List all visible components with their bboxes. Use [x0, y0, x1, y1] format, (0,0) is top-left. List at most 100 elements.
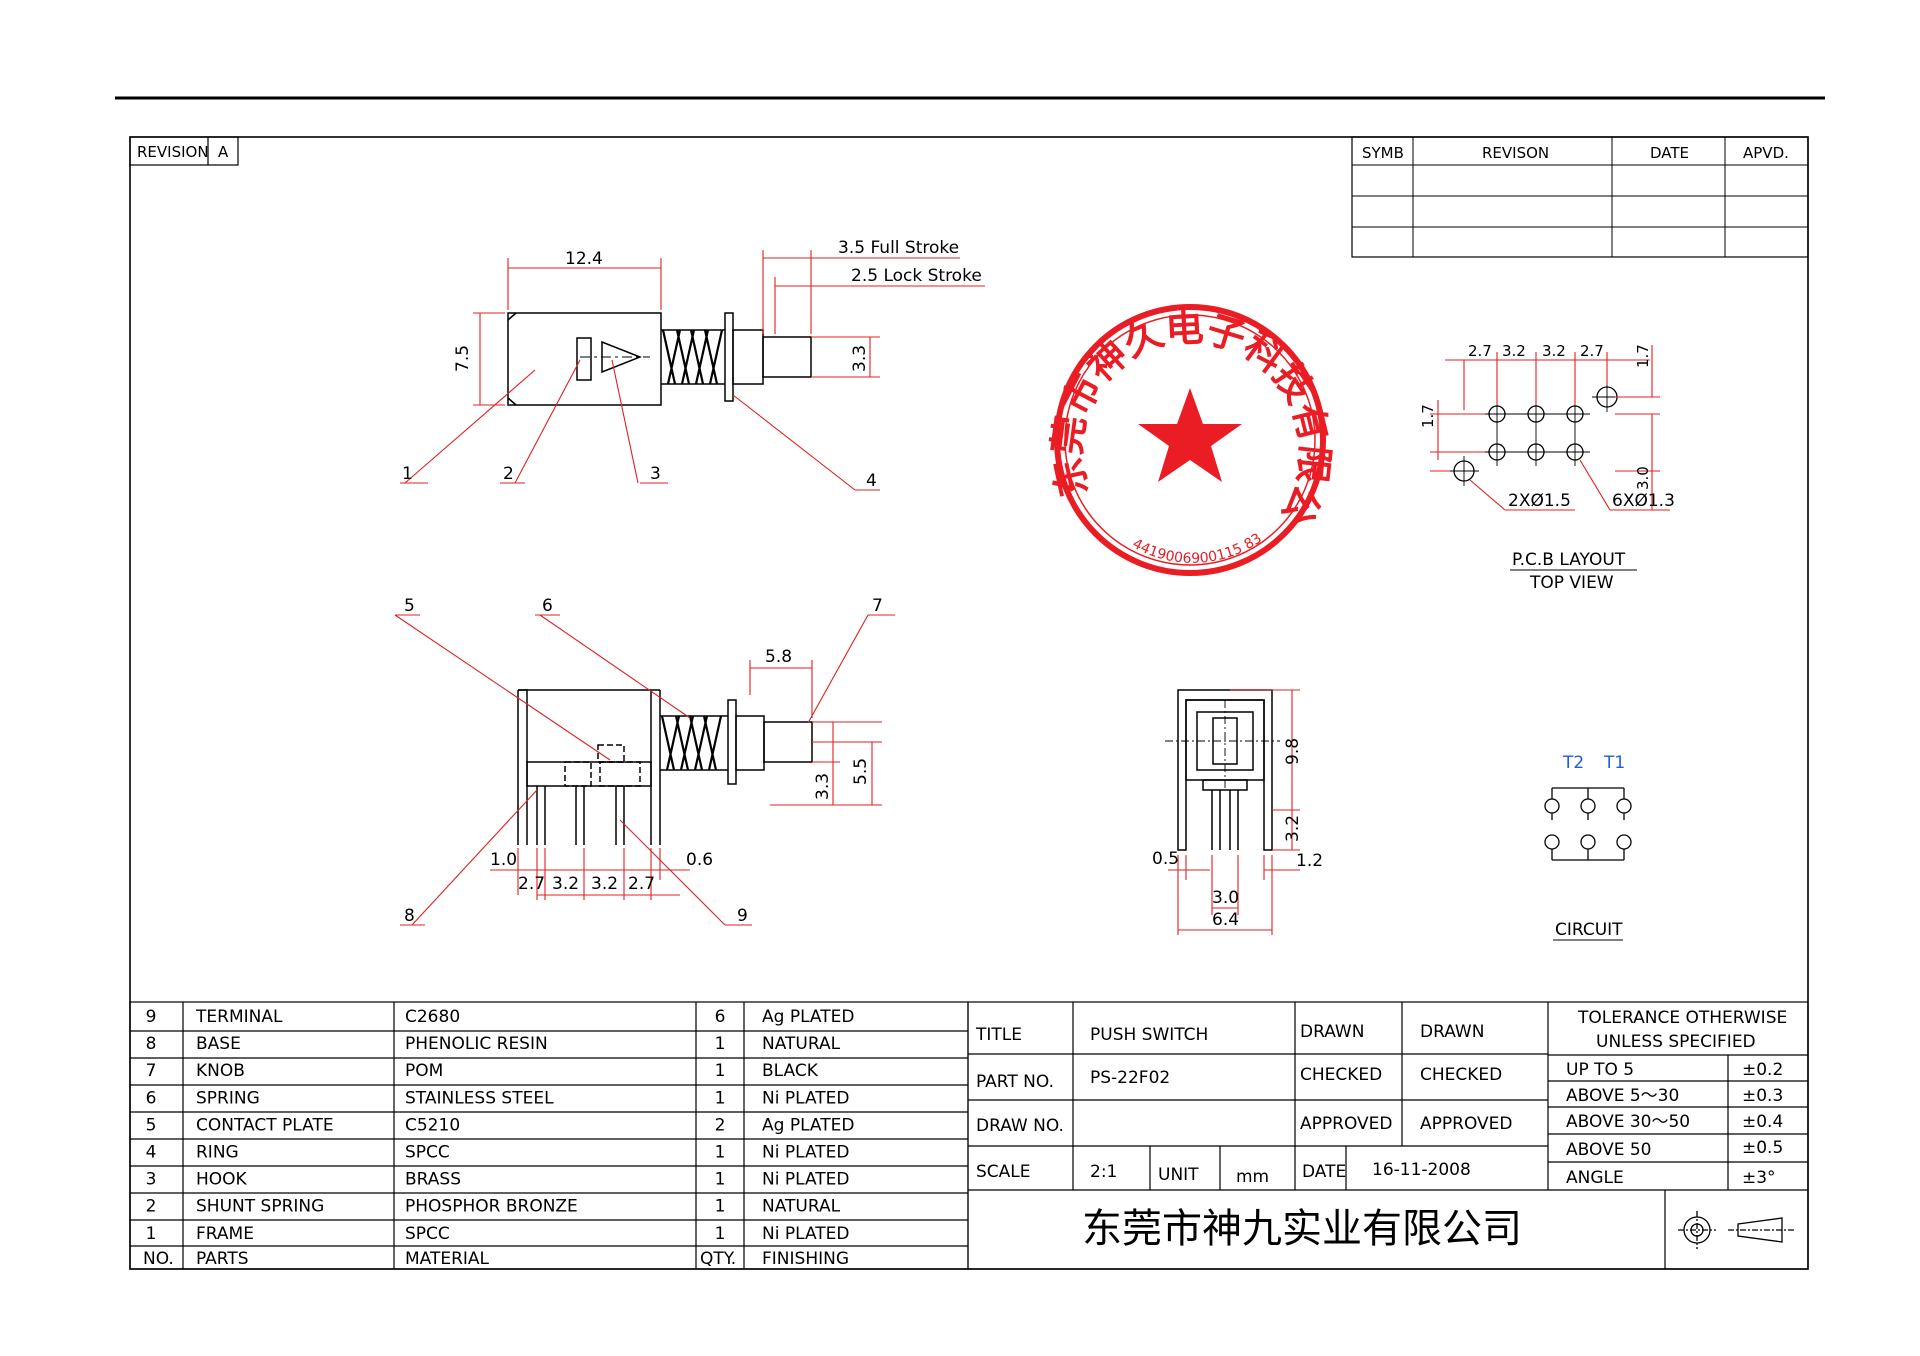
dim-12-4: 12.4: [565, 249, 603, 269]
side-view-bottom: [517, 689, 813, 845]
front-dim-3-2: 3.2: [1283, 815, 1303, 842]
tb-title-value: PUSH SWITCH: [1090, 1025, 1208, 1045]
front-dim-3-0: 3.0: [1212, 888, 1239, 908]
bom-cell-part: TERMINAL: [195, 1007, 283, 1027]
pcb-dim-3-2-b: 3.2: [1542, 342, 1566, 360]
seal-star-icon: [1138, 388, 1242, 482]
pcb-dim-2-7-a: 2.7: [1468, 342, 1492, 360]
bom-cell-no: 8: [146, 1034, 157, 1054]
bom-header-qty: QTY.: [700, 1249, 736, 1269]
bom-cell-qty: 2: [715, 1115, 726, 1135]
dim-5-5: 5.5: [851, 758, 871, 785]
tol-value-4: ±3°: [1742, 1168, 1776, 1188]
bom-cell-no: 6: [146, 1088, 157, 1108]
callout-8: 8: [404, 906, 415, 926]
dim-3-3-top: 3.3: [850, 345, 870, 372]
bom-cell-finish: Ni PLATED: [762, 1170, 849, 1190]
bom-cell-qty: 1: [715, 1224, 726, 1244]
bom-cell-no: 1: [146, 1224, 157, 1244]
pcb-hole-6x: 6XØ1.3: [1612, 491, 1675, 511]
tb-approved-value: APPROVED: [1420, 1114, 1513, 1134]
dims-view-bottom: [394, 614, 895, 926]
bom-cell-finish: BLACK: [762, 1061, 819, 1081]
circuit: T2 T1 CIRCUIT: [1544, 753, 1632, 941]
circuit-label: CIRCUIT: [1555, 920, 1623, 940]
bom-cell-material: PHOSPHOR BRONZE: [405, 1197, 578, 1217]
bom-cell-no: 4: [146, 1143, 157, 1163]
tb-date-label: DATE: [1302, 1162, 1346, 1182]
bom-cell-material: BRASS: [405, 1170, 461, 1190]
drawing-border: [129, 136, 1809, 1270]
bom-cell-finish: Ag PLATED: [762, 1007, 854, 1027]
revision-label: REVISION: [137, 143, 209, 161]
dim-5-8: 5.8: [765, 647, 792, 667]
bom-cell-material: SPCC: [405, 1224, 450, 1244]
bom-cell-part: BASE: [196, 1034, 241, 1054]
pcb-hole-2x: 2XØ1.5: [1508, 491, 1571, 511]
tol-title-2: UNLESS SPECIFIED: [1596, 1032, 1756, 1052]
callout-9: 9: [737, 906, 748, 926]
bom-cell-material: STAINLESS STEEL: [405, 1088, 554, 1108]
tb-checked-label: CHECKED: [1300, 1065, 1382, 1085]
pcb-layout-title: P.C.B LAYOUT: [1512, 550, 1626, 570]
dim-0-6: 0.6: [686, 850, 713, 870]
bom-cell-no: 2: [146, 1197, 157, 1217]
tb-title-label: TITLE: [975, 1025, 1022, 1045]
bom-cell-finish: Ag PLATED: [762, 1115, 854, 1135]
tol-value-3: ±0.5: [1742, 1138, 1783, 1158]
bom-cell-material: C2680: [405, 1007, 460, 1027]
bom-header-no: NO.: [143, 1249, 174, 1269]
revision-table: SYMB REVISON DATE APVD.: [1351, 136, 1809, 258]
front-dim-9-8: 9.8: [1283, 738, 1303, 765]
tb-scale-label: SCALE: [976, 1162, 1031, 1182]
bom-cell-material: C5210: [405, 1115, 460, 1135]
bom-cell-part: CONTACT PLATE: [196, 1115, 334, 1135]
front-view: [1165, 689, 1280, 851]
bom-header-parts: PARTS: [196, 1249, 249, 1269]
pcb-dim-2-7-b: 2.7: [1580, 342, 1604, 360]
bom-cell-finish: NATURAL: [762, 1034, 841, 1054]
tol-range-1: ABOVE 5～30: [1566, 1086, 1679, 1106]
bom-cell-qty: 1: [715, 1170, 726, 1190]
title-block: [967, 1001, 1809, 1270]
bom-cell-finish: Ni PLATED: [762, 1088, 849, 1108]
dims-view-top-text: 12.4 3.5 Full Stroke 2.5 Lock Stroke 7.5…: [402, 238, 982, 491]
tb-checked-value: CHECKED: [1420, 1065, 1502, 1085]
tol-value-1: ±0.3: [1742, 1086, 1783, 1106]
dim-7-5: 7.5: [453, 345, 473, 372]
bom-cell-material: SPCC: [405, 1143, 450, 1163]
dim-1-0: 1.0: [490, 850, 517, 870]
bom-cell-material: POM: [405, 1061, 443, 1081]
tb-part-value: PS-22F02: [1090, 1068, 1170, 1088]
tol-range-2: ABOVE 30～50: [1566, 1112, 1690, 1132]
dim-2-7-b: 2.7: [628, 874, 655, 894]
tb-date-value: 16-11-2008: [1372, 1160, 1471, 1180]
revision-box: REVISION A: [129, 136, 239, 166]
bom-header-material: MATERIAL: [405, 1249, 490, 1269]
pcb-dim-1-7-right: 1.7: [1634, 344, 1652, 368]
rev-header-date: DATE: [1650, 144, 1689, 162]
tb-drawn-value: DRAWN: [1420, 1022, 1484, 1042]
dim-3-2-b: 3.2: [591, 874, 618, 894]
pcb-dim-3-0: 3.0: [1634, 466, 1652, 490]
bom-cell-part: FRAME: [196, 1224, 254, 1244]
circuit-t1: T1: [1603, 753, 1625, 773]
bom-cell-part: SHUNT SPRING: [196, 1197, 324, 1217]
bom-cell-no: 7: [146, 1061, 157, 1081]
pcb-layout-subtitle: TOP VIEW: [1529, 573, 1614, 593]
revision-value: A: [218, 143, 229, 161]
tol-range-4: ANGLE: [1566, 1168, 1624, 1188]
rev-header-apvd: APVD.: [1743, 144, 1789, 162]
callout-1: 1: [402, 464, 413, 484]
dims-view-top: [400, 250, 985, 491]
tol-range-0: UP TO 5: [1566, 1060, 1634, 1080]
title-block-text: TITLE PUSH SWITCH PART NO. PS-22F02 DRAW…: [975, 1008, 1787, 1252]
bom-cell-part: RING: [196, 1143, 239, 1163]
bom-cell-qty: 1: [715, 1143, 726, 1163]
dim-2-7-a: 2.7: [518, 874, 545, 894]
bom-cell-no: 3: [146, 1170, 157, 1190]
tb-unit-value: mm: [1236, 1167, 1269, 1187]
pcb-dim-3-2-a: 3.2: [1502, 342, 1526, 360]
bom-cell-qty: 1: [715, 1088, 726, 1108]
